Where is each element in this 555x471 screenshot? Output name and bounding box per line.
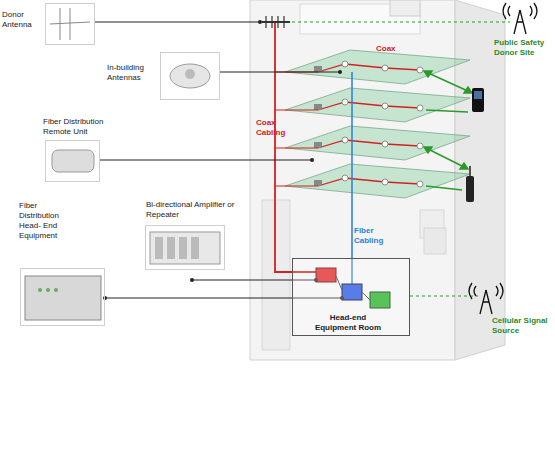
equipment-room: Head-end Equipment Room bbox=[292, 258, 410, 336]
head-end-callout: Fiber Distribution Head- End Equipment bbox=[20, 268, 105, 326]
callout-text: Bi-directional Amplifier or Repeater bbox=[146, 200, 246, 220]
coax-label: Coax bbox=[376, 44, 406, 54]
callout-text: Fiber Distribution Remote Unit bbox=[43, 117, 123, 137]
donor-site-label: Public Safety Donor Site bbox=[494, 38, 554, 58]
donor-antenna-callout: Donor Antenna bbox=[45, 3, 95, 45]
callout-text: Head-end Equipment Room bbox=[313, 313, 383, 333]
coax-cabling-label: Coax Cabling bbox=[256, 118, 296, 138]
remote-unit-callout: Fiber Distribution Remote Unit bbox=[45, 140, 100, 182]
callout-text: In-building Antennas bbox=[107, 63, 159, 83]
callout-text: Fiber Distribution Head- End Equipment bbox=[19, 201, 77, 241]
fiber-cabling-label: Fiber Cabling bbox=[354, 226, 394, 246]
callout-text: Donor Antenna bbox=[2, 10, 44, 30]
amplifier-callout: Bi-directional Amplifier or Repeater bbox=[145, 225, 225, 270]
cellular-source-label: Cellular Signal Source bbox=[492, 316, 548, 336]
antenna-callout: In-building Antennas bbox=[160, 52, 220, 100]
